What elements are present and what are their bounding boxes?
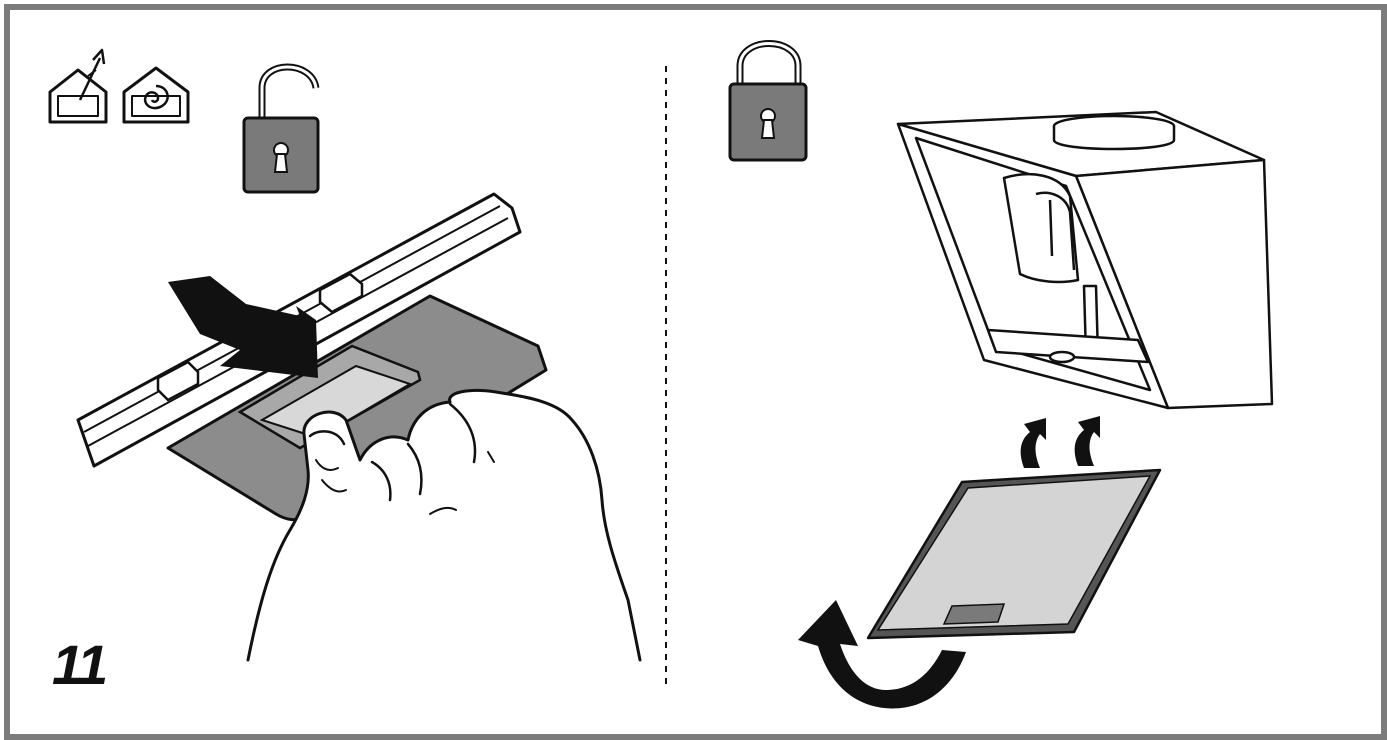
step-number: 11 [52, 633, 108, 696]
grease-filter-panel [166, 294, 548, 522]
lift-arrow-icon [1020, 416, 1100, 468]
rotate-arrow-icon [798, 600, 966, 709]
grease-filter [866, 468, 1162, 640]
padlock-open-icon [242, 63, 320, 194]
cooker-hood [896, 110, 1274, 410]
rail-clip [156, 272, 364, 402]
house-ducted-icon [48, 48, 108, 124]
hand-illustration [246, 388, 642, 662]
padlock-closed-icon [728, 40, 808, 162]
push-arrow-icon [168, 276, 318, 378]
house-recirculation-icon [122, 66, 190, 124]
